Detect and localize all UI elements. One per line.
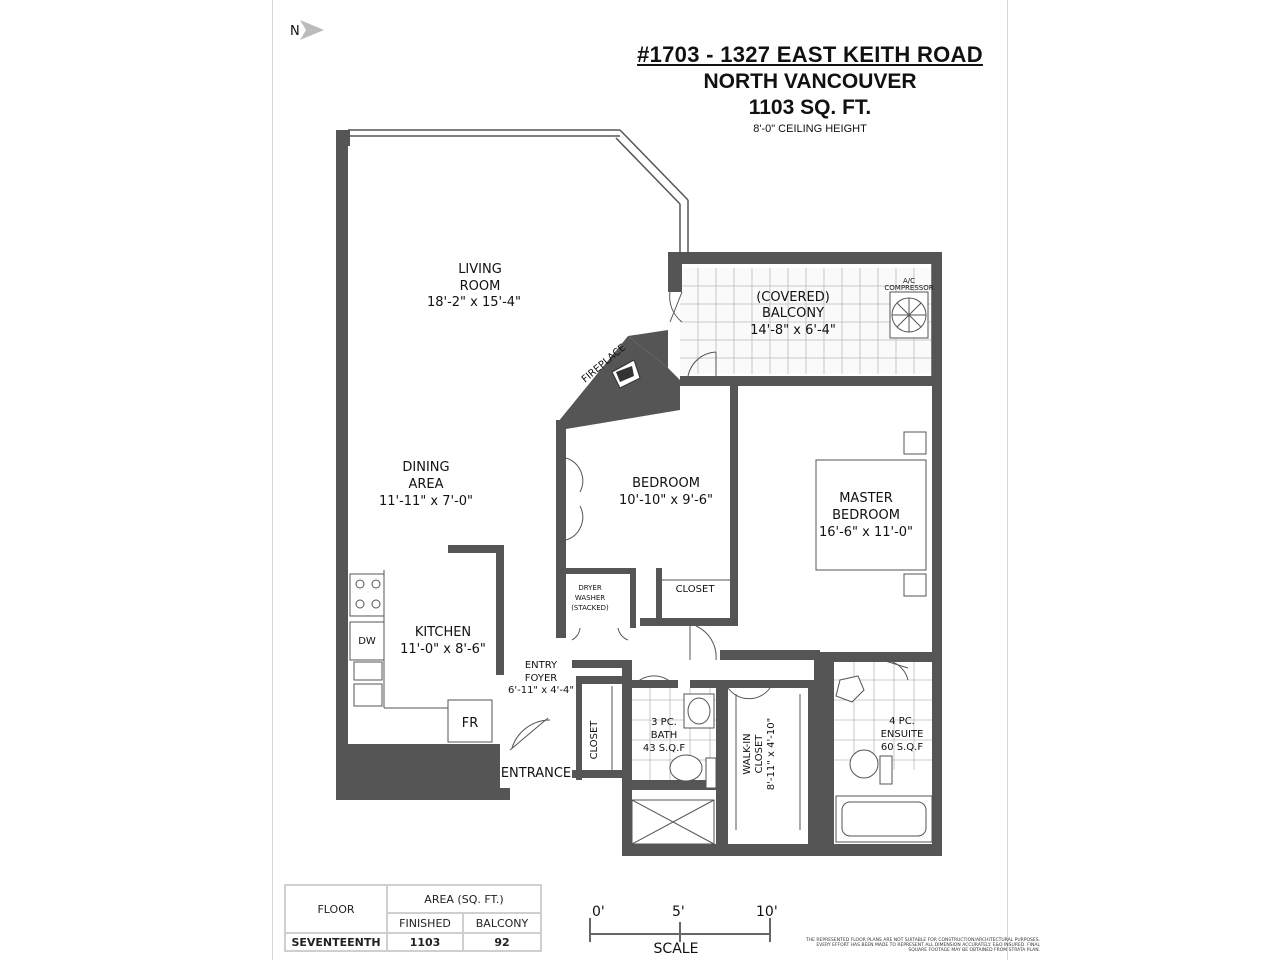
entrance-label: ENTRANCE xyxy=(501,766,571,781)
windows xyxy=(348,129,933,381)
door-swings xyxy=(509,291,909,751)
dining-name2: AREA xyxy=(408,477,443,492)
ensuite-dims: 60 S.Q.F xyxy=(881,742,923,753)
bath-name1: 3 PC. xyxy=(651,717,677,728)
north-letter: N xyxy=(290,24,300,39)
balcony-name1: (COVERED) xyxy=(756,290,830,305)
total-area: 1103 SQ. FT. xyxy=(748,96,872,119)
area-header: AREA (SQ. FT.) xyxy=(386,884,542,914)
listing-city: NORTH VANCOUVER xyxy=(703,70,917,93)
bedroom-dims: 10'-10" x 9'-6" xyxy=(619,493,713,508)
floor-header: FLOOR xyxy=(284,884,388,934)
finished-header: FINISHED xyxy=(386,912,464,934)
area-table: FLOOR AREA (SQ. FT.) FINISHED BALCONY SE… xyxy=(284,884,542,952)
balcony-value: 92 xyxy=(462,932,542,952)
dryer-line1: DRYER xyxy=(578,584,602,592)
finished-value: 1103 xyxy=(386,932,464,952)
fireplace-icon xyxy=(611,359,641,389)
kitchen-appliances xyxy=(349,570,493,743)
master-dims: 16'-6" x 11'-0" xyxy=(819,525,913,540)
scale-tick-10: 10' xyxy=(756,904,778,920)
foyer-dims: 6'-11" x 4'-4" xyxy=(508,685,574,696)
scale-tick-5: 5' xyxy=(672,904,685,920)
ac-line2: COMPRESSOR xyxy=(884,284,933,292)
disclaimer-text: THE REPRESENTED FLOOR PLANS ARE NOT SUIT… xyxy=(806,938,1040,953)
walkin-name1: WALK-IN xyxy=(742,733,753,774)
dryer-line3: (STACKED) xyxy=(571,604,609,612)
floor-value: SEVENTEENTH xyxy=(284,932,388,952)
bath-fixtures xyxy=(631,675,933,845)
listing-address: #1703 - 1327 EAST KEITH ROAD xyxy=(637,42,983,67)
bedroom-name: BEDROOM xyxy=(632,476,700,491)
ensuite-name2: ENSUITE xyxy=(881,729,924,740)
foyer-name1: ENTRY xyxy=(525,660,558,671)
scale-label: SCALE xyxy=(654,941,699,957)
closet-rods xyxy=(611,579,801,830)
living-name2: ROOM xyxy=(460,279,501,294)
kitchen-dims: 11'-0" x 8'-6" xyxy=(400,642,486,657)
north-arrow-icon: N xyxy=(290,20,324,40)
foyer-closet-label: CLOSET xyxy=(589,720,600,760)
walkin-dims: 8'-11" x 4'-10" xyxy=(766,718,777,790)
bath-dims: 43 S.Q.F xyxy=(643,743,685,754)
scale-bar: 0' 5' 10' SCALE xyxy=(589,904,778,957)
dining-name1: DINING xyxy=(402,460,449,475)
kitchen-name: KITCHEN xyxy=(415,625,471,640)
foyer-name2: FOYER xyxy=(525,673,558,684)
ac-line1: A/C xyxy=(903,277,915,285)
master-bed-icon xyxy=(815,431,927,597)
balcony-dims: 14'-8" x 6'-4" xyxy=(750,323,836,338)
scale-tick-0: 0' xyxy=(592,904,605,920)
master-name2: BEDROOM xyxy=(832,508,900,523)
ceiling-height: 8'-0" CEILING HEIGHT xyxy=(753,123,867,135)
ensuite-name1: 4 PC. xyxy=(889,716,915,727)
master-name1: MASTER xyxy=(839,491,893,506)
dishwasher-label: DW xyxy=(358,636,376,647)
dining-dims: 11'-11" x 7'-0" xyxy=(379,494,473,509)
balcony-name2: BALCONY xyxy=(762,306,824,321)
living-name1: LIVING xyxy=(458,262,502,277)
balcony-header: BALCONY xyxy=(462,912,542,934)
dryer-line2: WASHER xyxy=(575,594,605,602)
fridge-label: FR xyxy=(462,716,479,731)
living-dims: 18'-2" x 15'-4" xyxy=(427,295,521,310)
ac-compressor-icon xyxy=(889,291,929,339)
walkin-name2: CLOSET xyxy=(754,734,765,774)
bath-name2: BATH xyxy=(651,730,678,741)
balcony-floor xyxy=(680,268,932,374)
bedroom-closet-label: CLOSET xyxy=(676,584,716,595)
